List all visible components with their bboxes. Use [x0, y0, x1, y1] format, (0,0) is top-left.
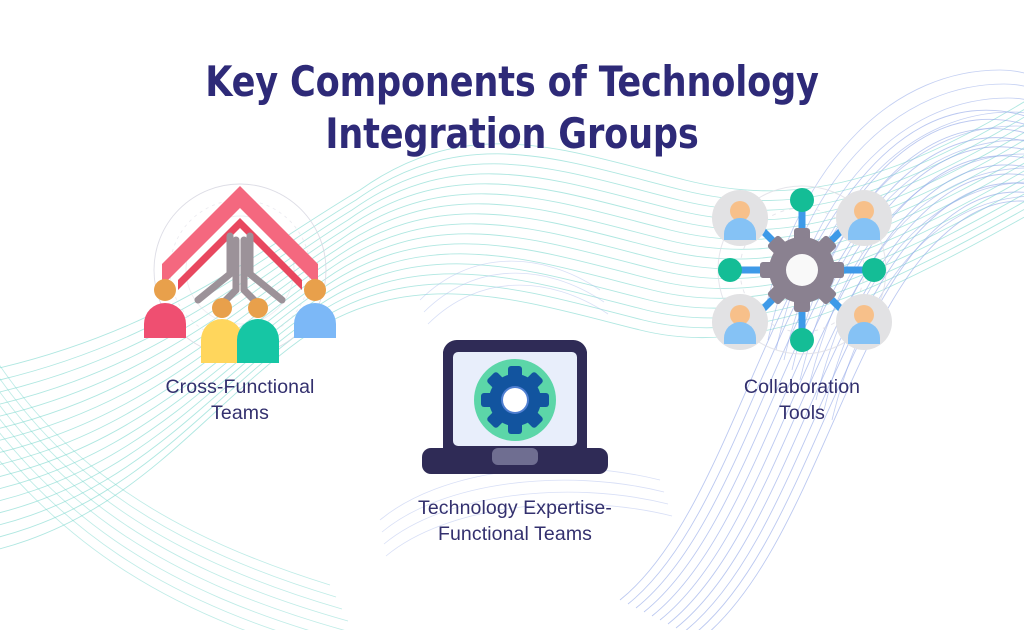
- connection-dots: [718, 188, 886, 352]
- person-figure-pink: [144, 279, 186, 338]
- network-connectors: [194, 232, 286, 308]
- central-gear-icon: [760, 228, 844, 312]
- chevron-arrow-icon: [162, 186, 318, 290]
- node-technology-expertise-functional-teams[interactable]: Technology Expertise- Functional Teams: [400, 339, 630, 547]
- laptop-base: [422, 448, 608, 474]
- technology-expertise-artwork: [400, 339, 630, 485]
- upward-chevron-arrow-with-team-network-icon: [144, 183, 336, 363]
- page-title: Key Components of Technology Integration…: [205, 57, 819, 158]
- person-figure-teal: [237, 319, 279, 363]
- node-cross-functional-teams[interactable]: Cross-Functional Teams: [130, 178, 350, 426]
- avatar-top-left: [712, 190, 768, 246]
- avatar-bottom-right: [836, 294, 892, 350]
- person-figure-yellow: [201, 319, 243, 363]
- gear-icon: [481, 366, 549, 434]
- connector-nodes: [212, 298, 268, 318]
- node-collaboration-tools[interactable]: Collaboration Tools: [692, 178, 912, 426]
- cross-functional-teams-label: Cross-Functional Teams: [165, 376, 315, 424]
- avatar-top-right: [836, 190, 892, 246]
- collaboration-tools-artwork: [692, 178, 912, 368]
- technology-expertise-label: Technology Expertise- Functional Teams: [418, 497, 612, 545]
- laptop-with-gear-icon: [422, 339, 608, 474]
- trackpad-notch: [492, 448, 538, 465]
- avatar-bottom-left: [712, 294, 768, 350]
- person-figure-blue: [294, 279, 336, 338]
- cross-functional-teams-artwork: [130, 178, 350, 368]
- gear-hub-with-avatars-network-icon: [712, 185, 892, 355]
- collaboration-tools-label: Collaboration Tools: [743, 376, 861, 424]
